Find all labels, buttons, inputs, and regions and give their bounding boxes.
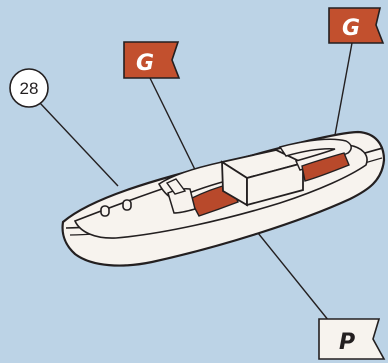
flag-p-bottom-shape (318, 318, 386, 360)
leader-line-28 (39, 102, 119, 187)
flag-g-left-shape (123, 41, 181, 79)
front-seat-back (165, 178, 187, 195)
center-cabin-side (246, 161, 304, 207)
flag-g-right-letter: G (342, 16, 360, 41)
flag-g-right-shape (328, 7, 385, 44)
flag-p-bottom-letter: P (339, 330, 355, 355)
leader-line-bottom-flag (257, 232, 334, 327)
porthole-rear (122, 199, 132, 211)
rear-cockpit-floor (301, 152, 350, 182)
flag-g-left-letter: G (136, 51, 154, 76)
flag-g-left: G (123, 41, 181, 79)
speedboat (61, 130, 386, 267)
flag-p-bottom: P (318, 318, 386, 360)
callout-badge: 28 (9, 68, 49, 108)
callout-circle (9, 68, 49, 108)
callout-number: 28 (20, 79, 39, 98)
porthole-front (100, 205, 110, 217)
flag-g-right: G (328, 7, 385, 44)
